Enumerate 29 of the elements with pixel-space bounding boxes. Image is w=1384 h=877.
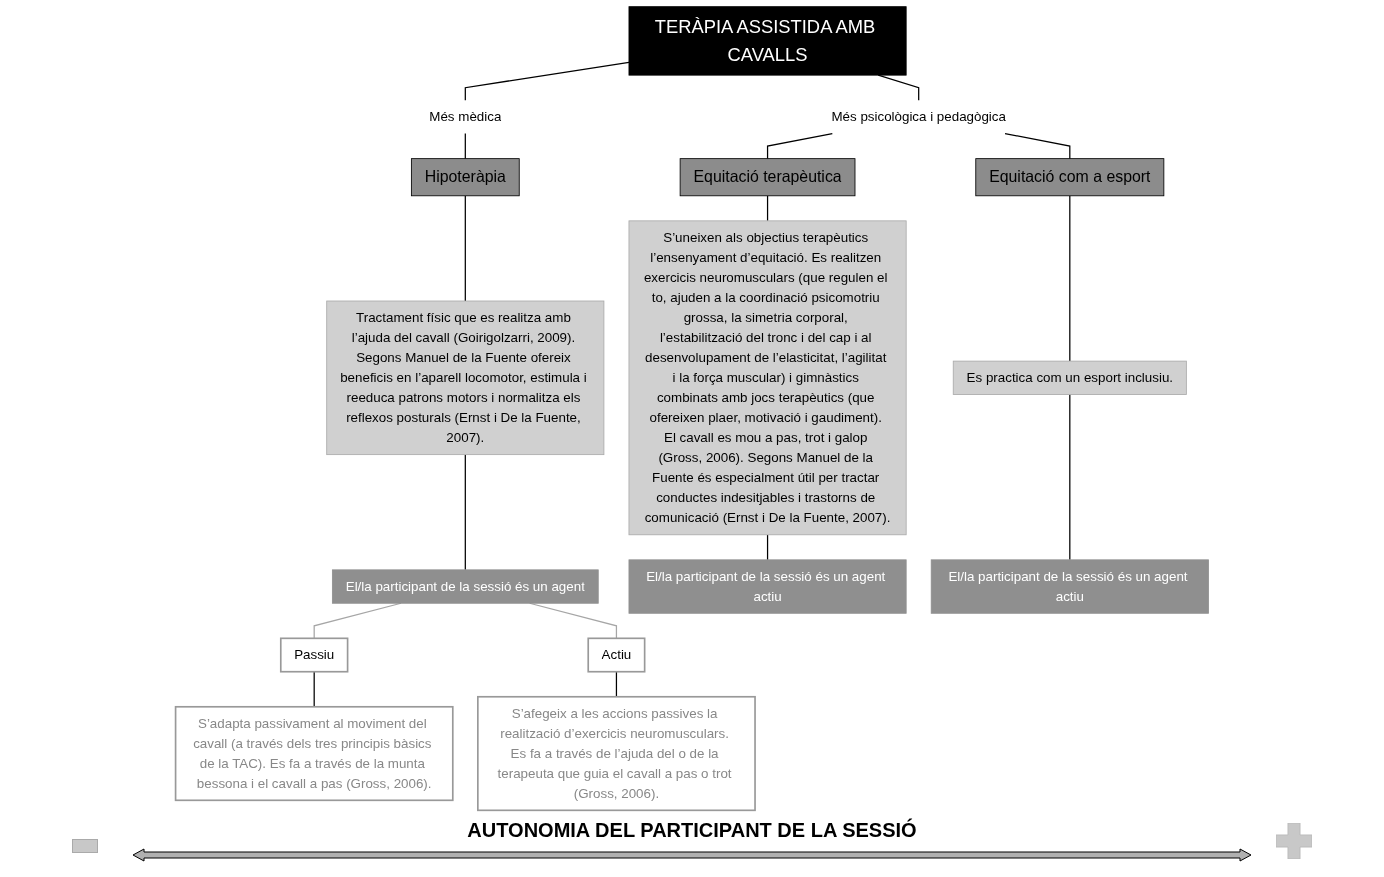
node-box: El/la participant de la sessió és un agent actiu [628, 559, 907, 614]
node-box: Equitació com a esport [975, 158, 1165, 197]
node-box: S’adapta passivament al moviment del cavall (a través dels tres principis bàsics de la TAC). Es fa a través de la munta bessona i el cavall a pas (Gross, 2006). [174, 705, 454, 802]
node-box: S’afegeix a les accions passives la realització d’exercicis neuromusculars. Es fa a través de l’ajuda del o de la terapeuta que guia el cavall a pas o trot (Gross, 2006). [477, 695, 756, 812]
connector [1069, 195, 1071, 362]
connector [313, 671, 315, 708]
connector [1004, 132, 1071, 160]
node-text: Més mèdica [429, 109, 502, 124]
node-box: Es practica com un esport inclusiu. [952, 360, 1187, 395]
connector [766, 195, 769, 222]
scale-label: AUTONOMIA DEL PARTICIPANT DE LA SESSIÓ [467, 819, 917, 841]
node-box: El/la participant de la sessió és un agent [331, 569, 599, 604]
node-box: Actiu [587, 637, 646, 673]
node-box: Tractament físic que es realitza amb l’ajuda del cavall (Goirigolzarri, 2009). Segons Manuel de la Fuente ofereix beneficis en l’aparell locomotor, estimula i reeduca patrons motors i normalitza els reflexos posturals (Ernst i De la Fuente, 2007). [326, 300, 605, 456]
node-box: S’uneixen als objectius terapèutics l’ensenyament d’equitació. Es realitzen exercicis neuromusculars (que regulen el to, ajuden a la coordinació psicomotriu grossa, la simetria corporal, l’estabilització del tronc i del cap i al desenvolupament de l’elasticitat, l’agilitat i la força muscular) i gimnàstics combinats amb jocs terapèutics (que ofereixen plaer, motivació i gaudiment). El cavall es mou a pas, trot i galop (Gross, 2006). Segons Manuel de la Fuente és especialment útil per tractar conductes indesitjables i trastorns de comunicació (Ernst i De la Fuente, 2007). [628, 220, 907, 536]
node-box: Hipoteràpia [410, 158, 520, 197]
connector [464, 132, 466, 160]
connector [615, 671, 618, 698]
node-text: Més psicològica i pedagògica [831, 109, 1006, 124]
node-box: Equitació terapèutica [679, 158, 856, 197]
node-box: Passiu [279, 637, 349, 673]
connector [464, 61, 630, 101]
connector [464, 454, 466, 571]
connector [1069, 393, 1071, 561]
connector [766, 132, 833, 160]
node-box: El/la participant de la sessió és un agent actiu [930, 559, 1209, 614]
node-box: TERÀPIA ASSISTIDA AMB CAVALLS [628, 6, 907, 76]
connector [464, 195, 466, 302]
connector [766, 534, 769, 561]
